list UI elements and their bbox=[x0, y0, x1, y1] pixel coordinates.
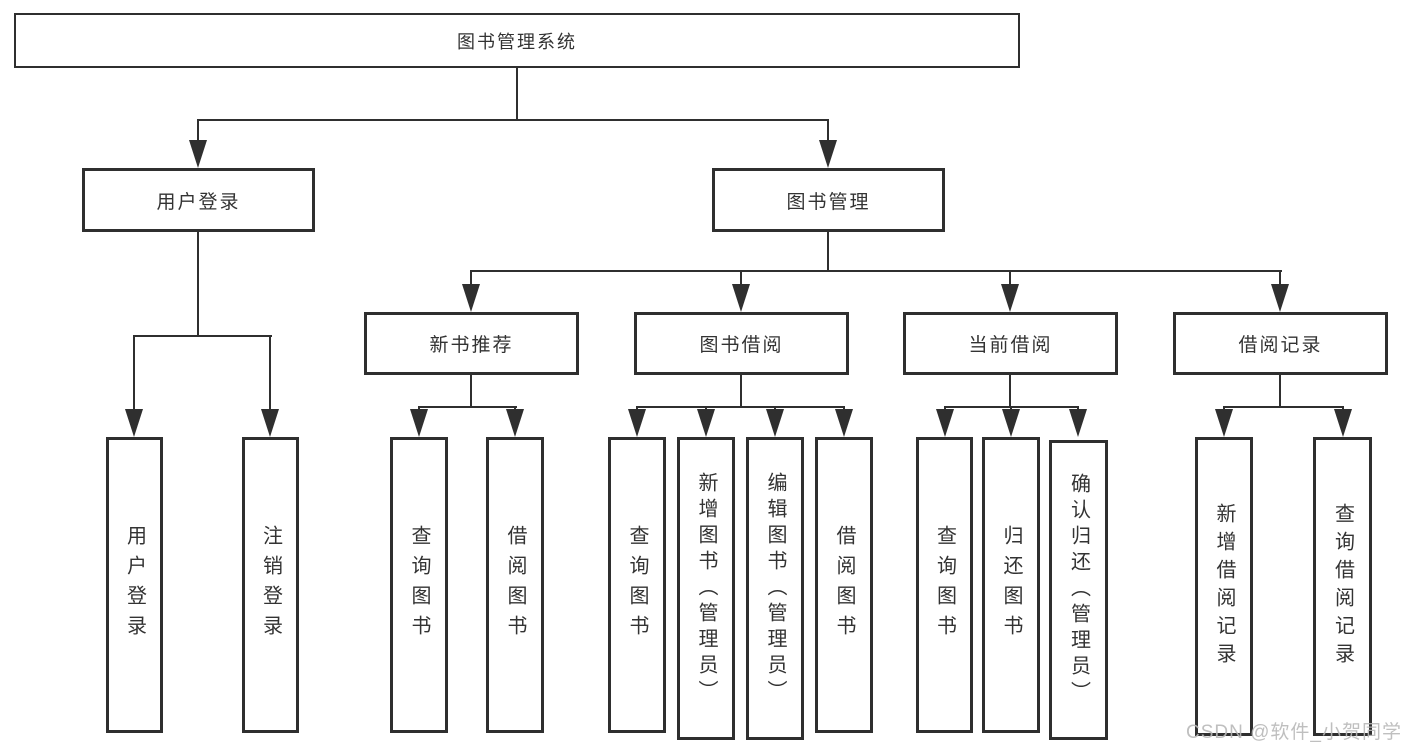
leaf-return-books: 归还图书 bbox=[982, 437, 1040, 733]
arrow-down-icon bbox=[1271, 284, 1289, 312]
arrow-down-icon bbox=[1334, 409, 1352, 437]
connector-level2-rail bbox=[197, 119, 829, 121]
arrow-down-icon bbox=[1002, 409, 1020, 437]
arrow-down-icon bbox=[766, 409, 784, 437]
connector-user-login-rail bbox=[133, 335, 272, 337]
arrow-down-icon bbox=[125, 409, 143, 437]
arrow-down-icon bbox=[628, 409, 646, 437]
node-label: 查询图书 bbox=[626, 525, 648, 645]
arrow-down-icon bbox=[462, 284, 480, 312]
connector-level3-rail bbox=[470, 270, 1282, 272]
connector-drop-leaf bbox=[269, 335, 271, 413]
node-label: 图书管理系统 bbox=[457, 31, 577, 52]
leaf-add-borrow-record: 新增借阅记录 bbox=[1195, 437, 1253, 736]
leaf-query-books-current: 查询图书 bbox=[916, 437, 973, 733]
node-label: 新书推荐 bbox=[429, 335, 514, 356]
leaf-borrow-books-borrowing: 借阅图书 bbox=[815, 437, 873, 733]
node-label: 新增图书（管理员） bbox=[695, 471, 717, 706]
arrow-down-icon bbox=[819, 140, 837, 168]
node-user-login: 用户登录 bbox=[82, 168, 315, 232]
csdn-watermark: CSDN @软件_小贺同学 bbox=[1186, 722, 1402, 743]
node-label: 确认归还（管理员） bbox=[1067, 473, 1090, 707]
node-borrowing-records: 借阅记录 bbox=[1173, 312, 1388, 375]
node-label: 查询图书 bbox=[408, 525, 430, 645]
connector-user-login-stem bbox=[197, 232, 199, 337]
connector-new-book-rail bbox=[418, 406, 517, 408]
leaf-query-books-borrowing: 查询图书 bbox=[608, 437, 666, 733]
node-label: 新增借阅记录 bbox=[1213, 502, 1235, 671]
connector-drop-user-login bbox=[197, 119, 199, 147]
node-label: 归还图书 bbox=[1000, 525, 1022, 645]
leaf-confirm-return-admin: 确认归还（管理员） bbox=[1049, 440, 1108, 740]
connector-drop-level3 bbox=[1009, 270, 1011, 288]
connector-drop-level3 bbox=[1279, 270, 1281, 288]
node-label: 借阅图书 bbox=[504, 525, 526, 645]
node-current-borrowing: 当前借阅 bbox=[903, 312, 1118, 375]
node-label: 当前借阅 bbox=[968, 335, 1053, 356]
node-label: 借阅图书 bbox=[833, 525, 855, 645]
connector-borrowing-stem bbox=[740, 375, 742, 408]
arrow-down-icon bbox=[189, 140, 207, 168]
arrow-down-icon bbox=[835, 409, 853, 437]
leaf-borrow-books-recommend: 借阅图书 bbox=[486, 437, 544, 733]
leaf-logout: 注销登录 bbox=[242, 437, 299, 733]
node-label: 图书借阅 bbox=[699, 335, 784, 356]
arrow-down-icon bbox=[1001, 284, 1019, 312]
connector-drop-level3 bbox=[470, 270, 472, 288]
connector-drop-book-mgmt bbox=[827, 119, 829, 147]
leaf-user-login: 用户登录 bbox=[106, 437, 163, 733]
connector-current-stem bbox=[1009, 375, 1011, 408]
node-label: 注销登录 bbox=[259, 525, 282, 645]
node-label: 图书管理 bbox=[786, 191, 871, 213]
leaf-query-borrow-record: 查询借阅记录 bbox=[1313, 437, 1372, 736]
leaf-query-books-recommend: 查询图书 bbox=[390, 437, 448, 733]
arrow-down-icon bbox=[936, 409, 954, 437]
arrow-down-icon bbox=[1069, 409, 1087, 437]
node-new-book-recommend: 新书推荐 bbox=[364, 312, 579, 375]
node-label: 查询借阅记录 bbox=[1331, 502, 1354, 671]
connector-drop-leaf bbox=[133, 335, 135, 413]
node-book-management: 图书管理 bbox=[712, 168, 945, 232]
connector-records-stem bbox=[1279, 375, 1281, 408]
node-root-library-system: 图书管理系统 bbox=[14, 13, 1020, 68]
arrow-down-icon bbox=[732, 284, 750, 312]
node-label: 借阅记录 bbox=[1238, 335, 1323, 356]
arrow-down-icon bbox=[261, 409, 279, 437]
leaf-add-books-admin: 新增图书（管理员） bbox=[677, 437, 735, 740]
node-label: 用户登录 bbox=[123, 525, 146, 645]
arrow-down-icon bbox=[506, 409, 524, 437]
connector-borrowing-rail bbox=[636, 406, 845, 408]
leaf-edit-books-admin: 编辑图书（管理员） bbox=[746, 437, 804, 740]
connector-root-stem bbox=[516, 68, 518, 121]
node-label: 编辑图书（管理员） bbox=[764, 471, 786, 706]
arrow-down-icon bbox=[1215, 409, 1233, 437]
connector-records-rail bbox=[1223, 406, 1344, 408]
node-label: 查询图书 bbox=[933, 525, 956, 645]
connector-new-book-stem bbox=[470, 375, 472, 408]
arrow-down-icon bbox=[697, 409, 715, 437]
connector-book-mgmt-stem bbox=[827, 232, 829, 272]
node-book-borrowing: 图书借阅 bbox=[634, 312, 849, 375]
node-label: 用户登录 bbox=[156, 191, 241, 213]
arrow-down-icon bbox=[410, 409, 428, 437]
connector-drop-level3 bbox=[740, 270, 742, 288]
